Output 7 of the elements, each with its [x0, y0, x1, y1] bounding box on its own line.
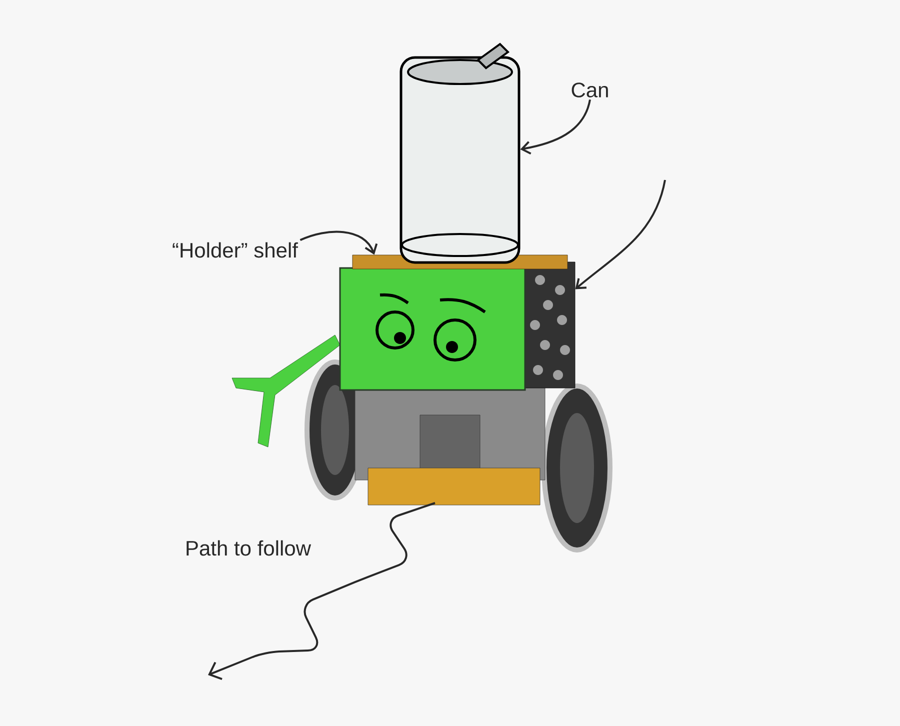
- can-drawing: [400, 42, 520, 264]
- arrow: [520, 99, 591, 154]
- text-label: Path to follow: [186, 540, 312, 556]
- text-label: “Holder” shelf: [172, 242, 298, 258]
- arrow: [300, 230, 378, 255]
- text-label: Can: [572, 82, 608, 98]
- arrow: [575, 180, 666, 290]
